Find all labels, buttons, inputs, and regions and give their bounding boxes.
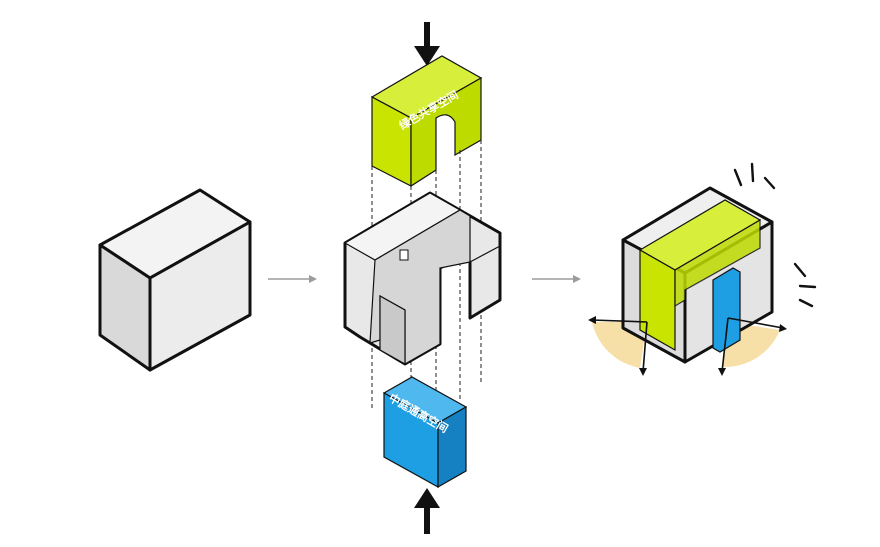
sun-burst-icon xyxy=(733,162,817,308)
blue-atrium-space-block: 中庭通高空间 xyxy=(382,376,468,489)
view-arrow-left xyxy=(591,319,648,373)
blue-block-side-face xyxy=(437,405,467,489)
carved-volume xyxy=(343,191,502,366)
arrow-right-icon xyxy=(532,275,581,283)
arrow-down-icon xyxy=(414,22,440,66)
green-shared-space-block: 绿色共享空间 xyxy=(370,55,483,188)
arrow-right-icon xyxy=(268,275,317,283)
plain-volume-right-face xyxy=(148,220,252,372)
composed-volume xyxy=(588,162,817,376)
green-block-side-face xyxy=(410,76,482,188)
view-arrow-right xyxy=(721,317,784,373)
plain-volume xyxy=(98,188,252,372)
arrow-up-icon xyxy=(414,488,440,534)
blue-slot xyxy=(712,267,741,353)
